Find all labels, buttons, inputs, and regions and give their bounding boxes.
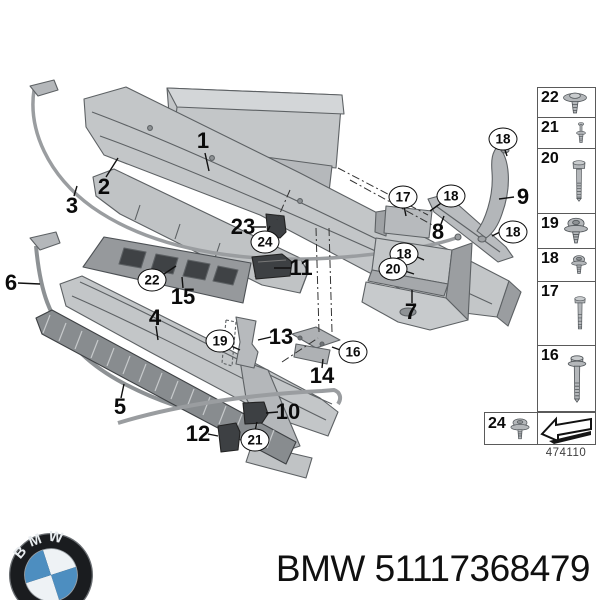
legend-row-label: 20 <box>541 150 559 167</box>
callout-10: 10 <box>275 399 301 424</box>
callout-15: 15 <box>170 284 196 309</box>
callout-7: 7 <box>404 299 418 324</box>
legend-row-19: 19 <box>538 214 595 249</box>
part-number-caption: BMW 51117368479 <box>275 548 591 589</box>
callout-2: 2 <box>97 174 111 199</box>
part-15-underbody-panel <box>82 236 252 304</box>
expansion-rivet-icon <box>576 122 586 143</box>
circled-callout-16: 16 <box>338 340 368 364</box>
callout-14: 14 <box>309 363 335 388</box>
callout-13: 13 <box>268 324 294 349</box>
part-11-bracket <box>251 253 293 280</box>
part-14-16-bracket-assembly <box>291 326 341 365</box>
washer-screw-icon <box>510 418 530 440</box>
part-12-bracket <box>217 422 241 453</box>
front-direction-arrow <box>540 416 592 444</box>
callout-6: 6 <box>4 270 18 295</box>
callout-12: 12 <box>185 421 211 446</box>
circled-callout-18a: 18 <box>436 184 466 208</box>
legend-row-18: 18 <box>538 249 595 282</box>
legend-row-label: 21 <box>541 119 559 136</box>
circled-callout-17: 17 <box>388 185 418 209</box>
legend-row-20: 20 <box>538 149 595 214</box>
legend-row-21: 21 <box>538 118 595 149</box>
part-13-bracket <box>221 316 259 369</box>
flange-bolt-icon <box>567 354 587 403</box>
circled-callout-19: 19 <box>205 329 235 353</box>
legend-row-label: 18 <box>541 250 559 267</box>
callout-4: 4 <box>148 305 162 330</box>
circled-callout-21: 21 <box>240 428 270 452</box>
legend-row-22: 22 <box>538 88 595 118</box>
legend-cell-direction <box>537 412 596 445</box>
legend-row-label: 22 <box>541 89 559 106</box>
circled-callout-18c: 18 <box>488 127 518 151</box>
legend-row-label: 24 <box>488 415 506 432</box>
circled-callout-20: 20 <box>378 257 408 281</box>
callout-9: 9 <box>516 184 530 209</box>
callout-23: 23 <box>230 214 256 239</box>
legend-row-label: 17 <box>541 283 559 300</box>
bmw-logo: BMW <box>7 531 94 600</box>
small-screw-icon <box>571 255 587 274</box>
legend-cell-24: 24 <box>484 412 538 445</box>
legend-row-label: 16 <box>541 347 559 364</box>
part-10-bracket <box>117 388 343 425</box>
part-4-lower-carrier <box>59 275 339 479</box>
circled-callout-24: 24 <box>250 230 280 254</box>
callout-3: 3 <box>65 193 79 218</box>
legend-row-label: 19 <box>541 215 559 232</box>
diagram-number: 474110 <box>545 447 587 459</box>
push-rivet-icon <box>563 92 587 113</box>
callout-5: 5 <box>113 394 127 419</box>
long-hex-bolt-icon <box>572 160 586 202</box>
legend-row-16: 16 <box>538 346 595 411</box>
hex-bolt-icon <box>574 295 586 329</box>
fastener-legend-table: 22 21 20 19 <box>537 87 596 412</box>
callout-1: 1 <box>196 128 210 153</box>
washer-head-screw-icon <box>564 217 588 244</box>
circled-callout-22: 22 <box>137 268 167 292</box>
circled-callout-18d: 18 <box>498 220 528 244</box>
callout-11: 11 <box>289 255 313 280</box>
callout-8: 8 <box>431 219 445 244</box>
legend-row-17: 17 <box>538 282 595 346</box>
